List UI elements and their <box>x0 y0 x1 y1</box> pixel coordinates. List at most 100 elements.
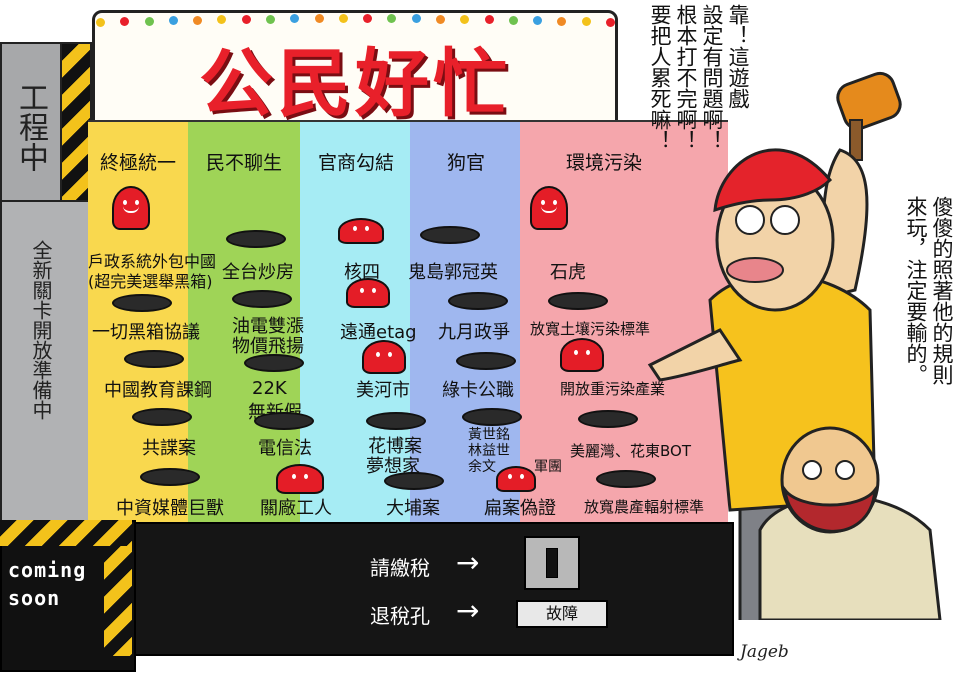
mole-hole[interactable] <box>384 472 444 490</box>
marquee-bulb <box>557 16 567 26</box>
marquee-bulb <box>484 15 494 25</box>
slot-label: 美河市 <box>356 380 410 401</box>
slot-label: (超完美選舉黑箱) <box>88 272 213 291</box>
slot-label: 軍團 <box>534 459 562 475</box>
mole-hole[interactable] <box>132 408 192 426</box>
slot-label: 中國教育課鋼 <box>104 380 212 401</box>
column-header: 終極統一 <box>99 152 176 174</box>
mole-hole[interactable] <box>548 292 608 310</box>
mole[interactable] <box>362 340 406 374</box>
slot-label: 九月政爭 <box>438 322 510 343</box>
slot-label: 扁案偽證 <box>484 498 556 519</box>
slot-label: 放寬農產輻射標準 <box>584 498 705 516</box>
column-header: 狗官 <box>446 152 485 174</box>
mole-hole[interactable] <box>596 470 656 488</box>
mole[interactable] <box>530 186 568 230</box>
mole-hole[interactable] <box>112 294 172 312</box>
column-header: 民不聊生 <box>205 152 282 174</box>
marquee-bulb <box>460 14 470 24</box>
mole-face-icon <box>120 200 142 213</box>
under-construction-panel <box>0 42 64 206</box>
slot-label: 開放重污染產業 <box>560 380 666 398</box>
coming-soon-label: coming soon <box>8 556 86 612</box>
slot-label: 石虎 <box>550 262 586 283</box>
arrow-right-icon: → <box>456 594 480 627</box>
marquee-bulb <box>266 14 275 24</box>
marquee-bulb <box>314 14 324 24</box>
bearded-old-man-figure <box>758 426 942 620</box>
mole[interactable] <box>346 278 390 308</box>
marquee-bulb <box>436 14 445 24</box>
new-stage-panel <box>0 200 96 529</box>
slot-label: 一切黑箱協議 <box>92 322 200 343</box>
mole-hole[interactable] <box>226 230 286 248</box>
column-livelihood: 民不聊生 <box>188 120 300 532</box>
mole[interactable] <box>496 466 536 492</box>
mole-hole[interactable] <box>232 290 292 308</box>
refund-slot-out-of-order[interactable]: 故障 <box>516 600 608 628</box>
marquee-bulb <box>168 16 178 26</box>
page-title: 公民好忙 <box>199 41 511 127</box>
marquee-bulb <box>508 15 518 25</box>
slot-label: 油電雙漲 <box>232 316 304 337</box>
under-construction-label: 工程中 <box>13 82 48 172</box>
mole-hole[interactable] <box>420 226 480 244</box>
new-stage-label: 全新關卡開放準備中 <box>29 240 53 420</box>
slot-label: 關廠工人 <box>260 498 332 519</box>
mole-hole[interactable] <box>462 408 522 426</box>
mole[interactable] <box>112 186 150 230</box>
slot-label: 黃世銘 <box>468 427 510 443</box>
mole-face-icon <box>505 474 527 486</box>
mole-hole[interactable] <box>244 354 304 372</box>
pay-tax-label: 請繳稅 <box>370 556 430 580</box>
slot-label: 綠卡公職 <box>442 380 514 401</box>
angry-player-illustration <box>647 71 942 620</box>
slot-label: 林益世 <box>468 443 510 459</box>
slot-label: 核四 <box>344 262 380 283</box>
tax-coin-slot[interactable] <box>524 536 580 590</box>
game-console <box>132 522 734 656</box>
hazard-stripe <box>104 546 132 656</box>
hazard-stripe <box>0 520 132 546</box>
slot-label: 22K <box>252 378 287 399</box>
mole-hole[interactable] <box>448 292 508 310</box>
slot-label: 中資媒體巨獸 <box>116 498 224 519</box>
artist-signature: Jageb <box>740 642 789 662</box>
mole-hole[interactable] <box>140 468 200 486</box>
marquee-bulb <box>193 15 203 25</box>
coming-soon-line: soon <box>8 586 61 610</box>
mole-hole[interactable] <box>456 352 516 370</box>
coming-soon-line: coming <box>8 558 87 582</box>
marquee-bulb <box>411 14 421 24</box>
mole-face-icon <box>357 288 379 300</box>
title-board <box>92 10 618 134</box>
marquee-bulb <box>338 14 348 23</box>
mole-hole[interactable] <box>366 412 426 430</box>
mole-hole[interactable] <box>124 350 184 368</box>
column-collusion: 官商勾結 <box>300 120 410 532</box>
slot-label: 余文 <box>468 459 496 475</box>
speech-line: 設定有問題啊！ <box>700 4 724 151</box>
speech-line: 根本打不完啊！ <box>674 4 698 151</box>
mole[interactable] <box>338 218 384 244</box>
mole[interactable] <box>560 338 604 372</box>
slot-label: 物價飛揚 <box>232 336 304 357</box>
marquee-bulb <box>606 18 615 27</box>
mole[interactable] <box>276 464 324 494</box>
mole-face-icon <box>538 200 560 213</box>
marquee-bulb <box>290 14 300 24</box>
mole-hole[interactable] <box>578 410 638 428</box>
slot-label: 電信法 <box>258 438 312 459</box>
arrow-right-icon: → <box>456 546 480 579</box>
speech-line: 靠！這遊戲 <box>726 4 750 109</box>
mole-face-icon <box>350 226 372 238</box>
slot-label: 花博案 <box>368 436 422 457</box>
slot-label: 放寬土壤污染標準 <box>530 320 651 338</box>
marquee-bulb <box>533 16 543 26</box>
marquee-bulb <box>363 14 373 23</box>
narration-line: 來玩，注定要輸的。 <box>904 196 928 385</box>
slot-label: 美麗灣、花東BOT <box>570 442 691 460</box>
column-header: 官商勾結 <box>317 152 394 174</box>
mole-hole[interactable] <box>254 412 314 430</box>
slot-label: 戶政系統外包中國 <box>88 252 217 271</box>
